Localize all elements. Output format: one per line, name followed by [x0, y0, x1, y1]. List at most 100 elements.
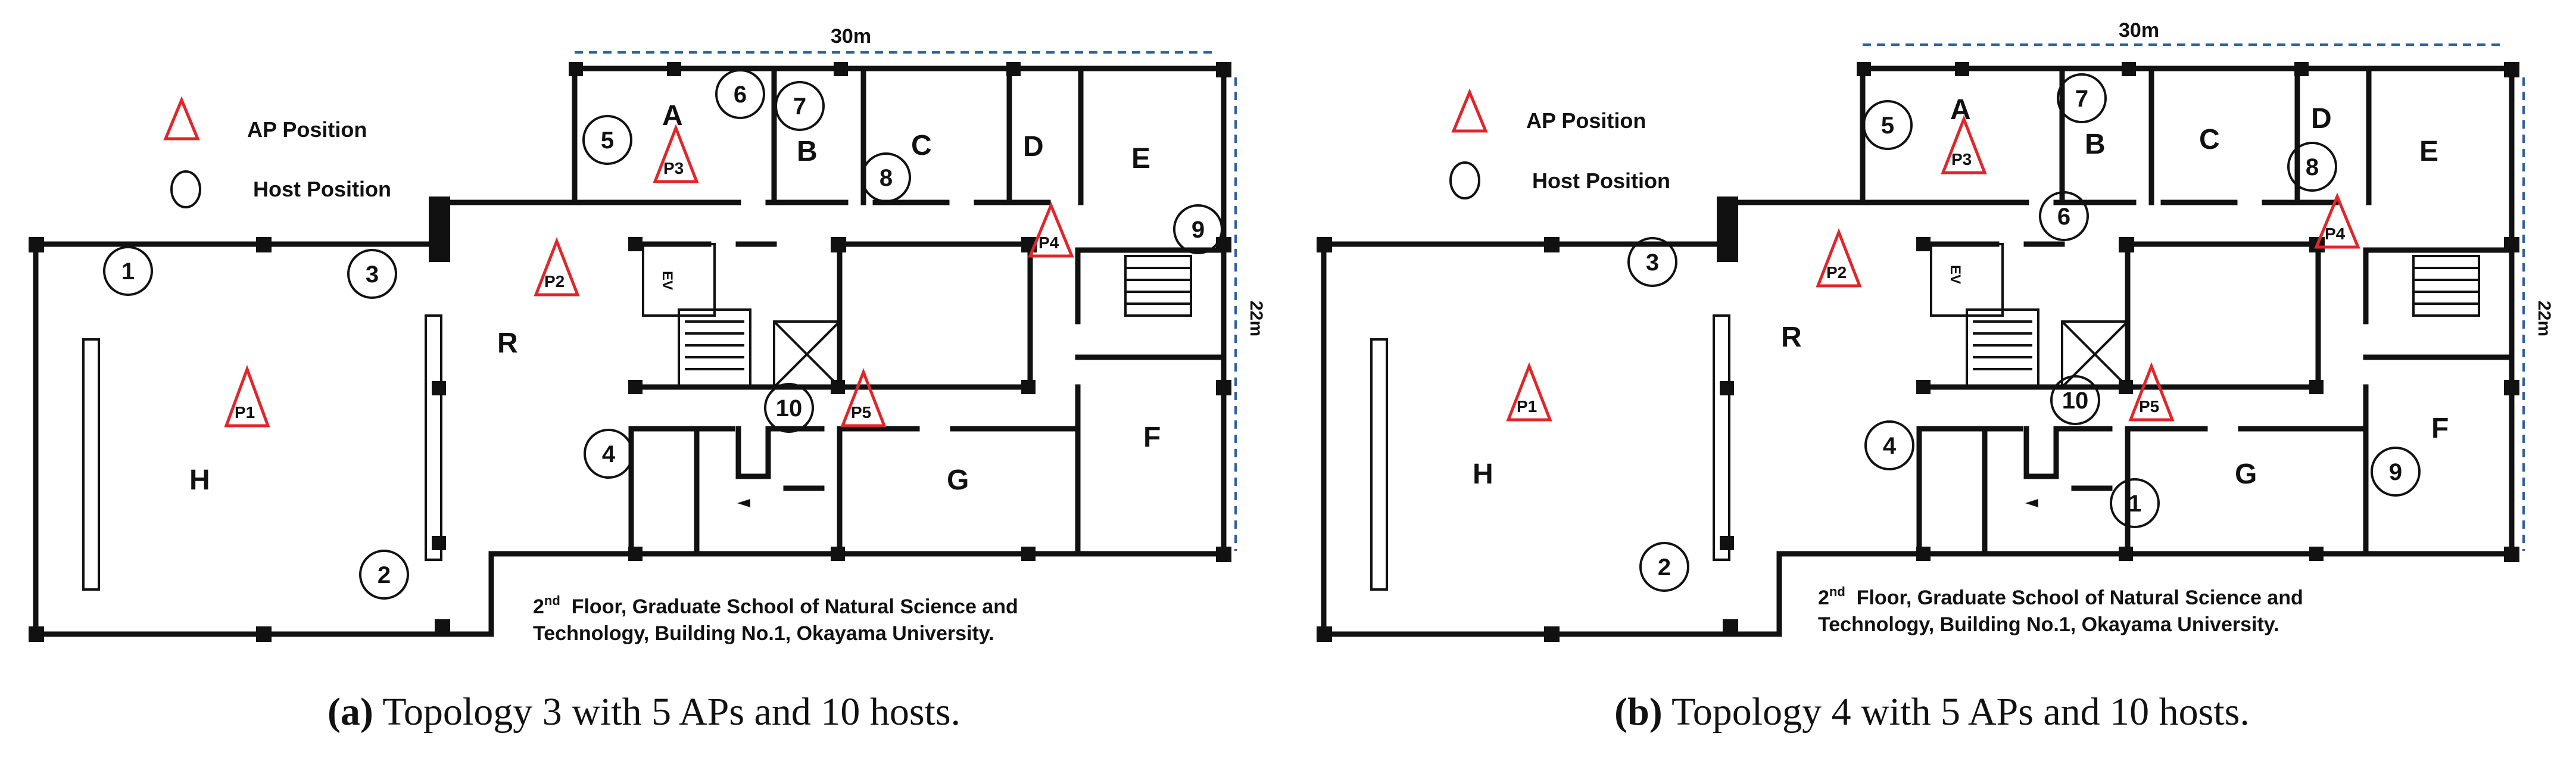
- legend-host-icon: [170, 170, 201, 208]
- host-marker: [1863, 100, 1913, 150]
- panel-a: 30m 22m AP Position Host Position A B C …: [0, 25, 1288, 735]
- legend-ap-icon: [163, 96, 200, 141]
- floor-note-line2: Technology, Building No.1, Okayama Unive…: [533, 622, 994, 645]
- host-marker: [2287, 142, 2337, 192]
- host-marker: [1864, 420, 1914, 470]
- ap-marker: [224, 364, 270, 428]
- ap-marker: [534, 237, 580, 297]
- floor-note-suffix: nd: [1829, 584, 1845, 599]
- host-label: 9: [2389, 459, 2402, 485]
- host-marker: [2039, 191, 2089, 241]
- legend-host-label: Host Position: [1532, 169, 1670, 193]
- ap-marker: [1506, 362, 1552, 422]
- host-marker: [2050, 375, 2100, 425]
- caption-text: Topology 3 with 5 APs and 10 hosts.: [373, 690, 961, 734]
- host-label: 2: [378, 562, 391, 588]
- host-marker: [2371, 447, 2421, 497]
- room-r: R: [1781, 322, 1802, 353]
- host-label: 8: [2306, 154, 2319, 180]
- host-label: 4: [602, 441, 616, 467]
- ap-label: P5: [851, 403, 871, 422]
- floor-note-suffix: nd: [544, 593, 560, 608]
- caption-tag: (b): [1614, 690, 1663, 734]
- host-marker: [715, 69, 765, 119]
- ap-label: P3: [1951, 150, 1972, 169]
- legend: AP Position Host Position: [1449, 88, 1670, 199]
- room-a: A: [662, 100, 683, 132]
- caption-tag: (a): [327, 690, 373, 734]
- host-label: 6: [734, 82, 747, 108]
- building-walls: [1317, 62, 2519, 642]
- ap-marker: [1941, 115, 1987, 174]
- room-e: E: [2419, 136, 2438, 167]
- room-e: E: [1131, 143, 1150, 174]
- ap-label: P1: [235, 403, 255, 422]
- host-marker: [2057, 73, 2107, 123]
- ap-label: P3: [663, 159, 684, 177]
- host-label: 7: [793, 93, 806, 120]
- ap-label: P1: [1517, 397, 1537, 416]
- floor-note-line1: Floor, Graduate School of Natural Scienc…: [560, 595, 1018, 618]
- host-marker: [582, 115, 632, 165]
- room-f: F: [2431, 413, 2449, 444]
- room-f: F: [1143, 422, 1161, 453]
- floor-note: 2nd Floor, Graduate School of Natural Sc…: [1818, 584, 2303, 636]
- room-d: D: [2311, 103, 2332, 135]
- host-marker: [764, 383, 814, 433]
- ap-label: P4: [1038, 233, 1059, 252]
- ap-marker: [840, 368, 887, 428]
- host-marker: [1627, 237, 1677, 287]
- host-marker: [2110, 478, 2160, 528]
- legend-ap-icon: [1451, 88, 1488, 133]
- host-marker: [359, 550, 409, 600]
- room-r: R: [497, 327, 518, 359]
- elevator-label: EV: [659, 271, 675, 290]
- host-label: 1: [121, 258, 135, 285]
- host-marker: [861, 152, 911, 202]
- floor-note-number: 2: [533, 595, 544, 618]
- host-label: 7: [2075, 86, 2088, 112]
- caption-text: Topology 4 with 5 APs and 10 hosts.: [1662, 690, 2250, 734]
- caption-a: (a) Topology 3 with 5 APs and 10 hosts.: [0, 690, 1288, 735]
- ap-label: P2: [544, 272, 565, 291]
- ap-label: P4: [2325, 224, 2346, 243]
- ap-markers: [224, 124, 1074, 428]
- host-label: 4: [1883, 433, 1897, 459]
- host-markers: [103, 69, 1223, 600]
- host-marker: [347, 249, 397, 299]
- host-label: 8: [880, 165, 893, 191]
- legend-ap-label: AP Position: [247, 117, 367, 142]
- host-label: 3: [366, 261, 379, 288]
- ap-marker: [2128, 362, 2175, 422]
- host-markers: [1627, 73, 2421, 592]
- host-marker: [1173, 204, 1223, 254]
- ap-label: P2: [1826, 263, 1847, 282]
- floor-plan-a: 30m 22m AP Position Host Position A B C …: [0, 25, 1266, 645]
- legend-ap-label: AP Position: [1526, 108, 1646, 133]
- host-label: 3: [1646, 249, 1659, 276]
- ap-label: P5: [2139, 397, 2159, 416]
- svg-text:2nd Floor, Graduate School of: 2nd Floor, Graduate School of Natural Sc…: [1818, 584, 2303, 609]
- panel-b: 30m 22m AP Position Host Position A B C …: [1288, 0, 2576, 758]
- room-g: G: [947, 464, 969, 496]
- ap-marker: [2314, 192, 2360, 249]
- legend: AP Position Host Position: [163, 96, 391, 208]
- legend-host-label: Host Position: [253, 177, 391, 201]
- room-h: H: [1473, 458, 1493, 490]
- host-label: 10: [2062, 388, 2089, 414]
- host-label: 1: [2128, 491, 2141, 517]
- ap-marker: [653, 124, 699, 183]
- room-h: H: [189, 464, 210, 496]
- host-marker: [584, 429, 634, 479]
- host-label: 9: [1192, 217, 1205, 243]
- width-label: 30m: [831, 25, 871, 48]
- room-c: C: [2199, 124, 2220, 155]
- host-label: 10: [776, 395, 803, 422]
- room-a: A: [1950, 94, 1971, 126]
- host-marker: [1639, 542, 1689, 592]
- host-label: 6: [2057, 204, 2070, 230]
- floor-note-line2: Technology, Building No.1, Okayama Unive…: [1818, 613, 2279, 636]
- host-label: 5: [1881, 113, 1894, 139]
- room-d: D: [1023, 131, 1044, 163]
- host-label: 2: [1658, 554, 1671, 581]
